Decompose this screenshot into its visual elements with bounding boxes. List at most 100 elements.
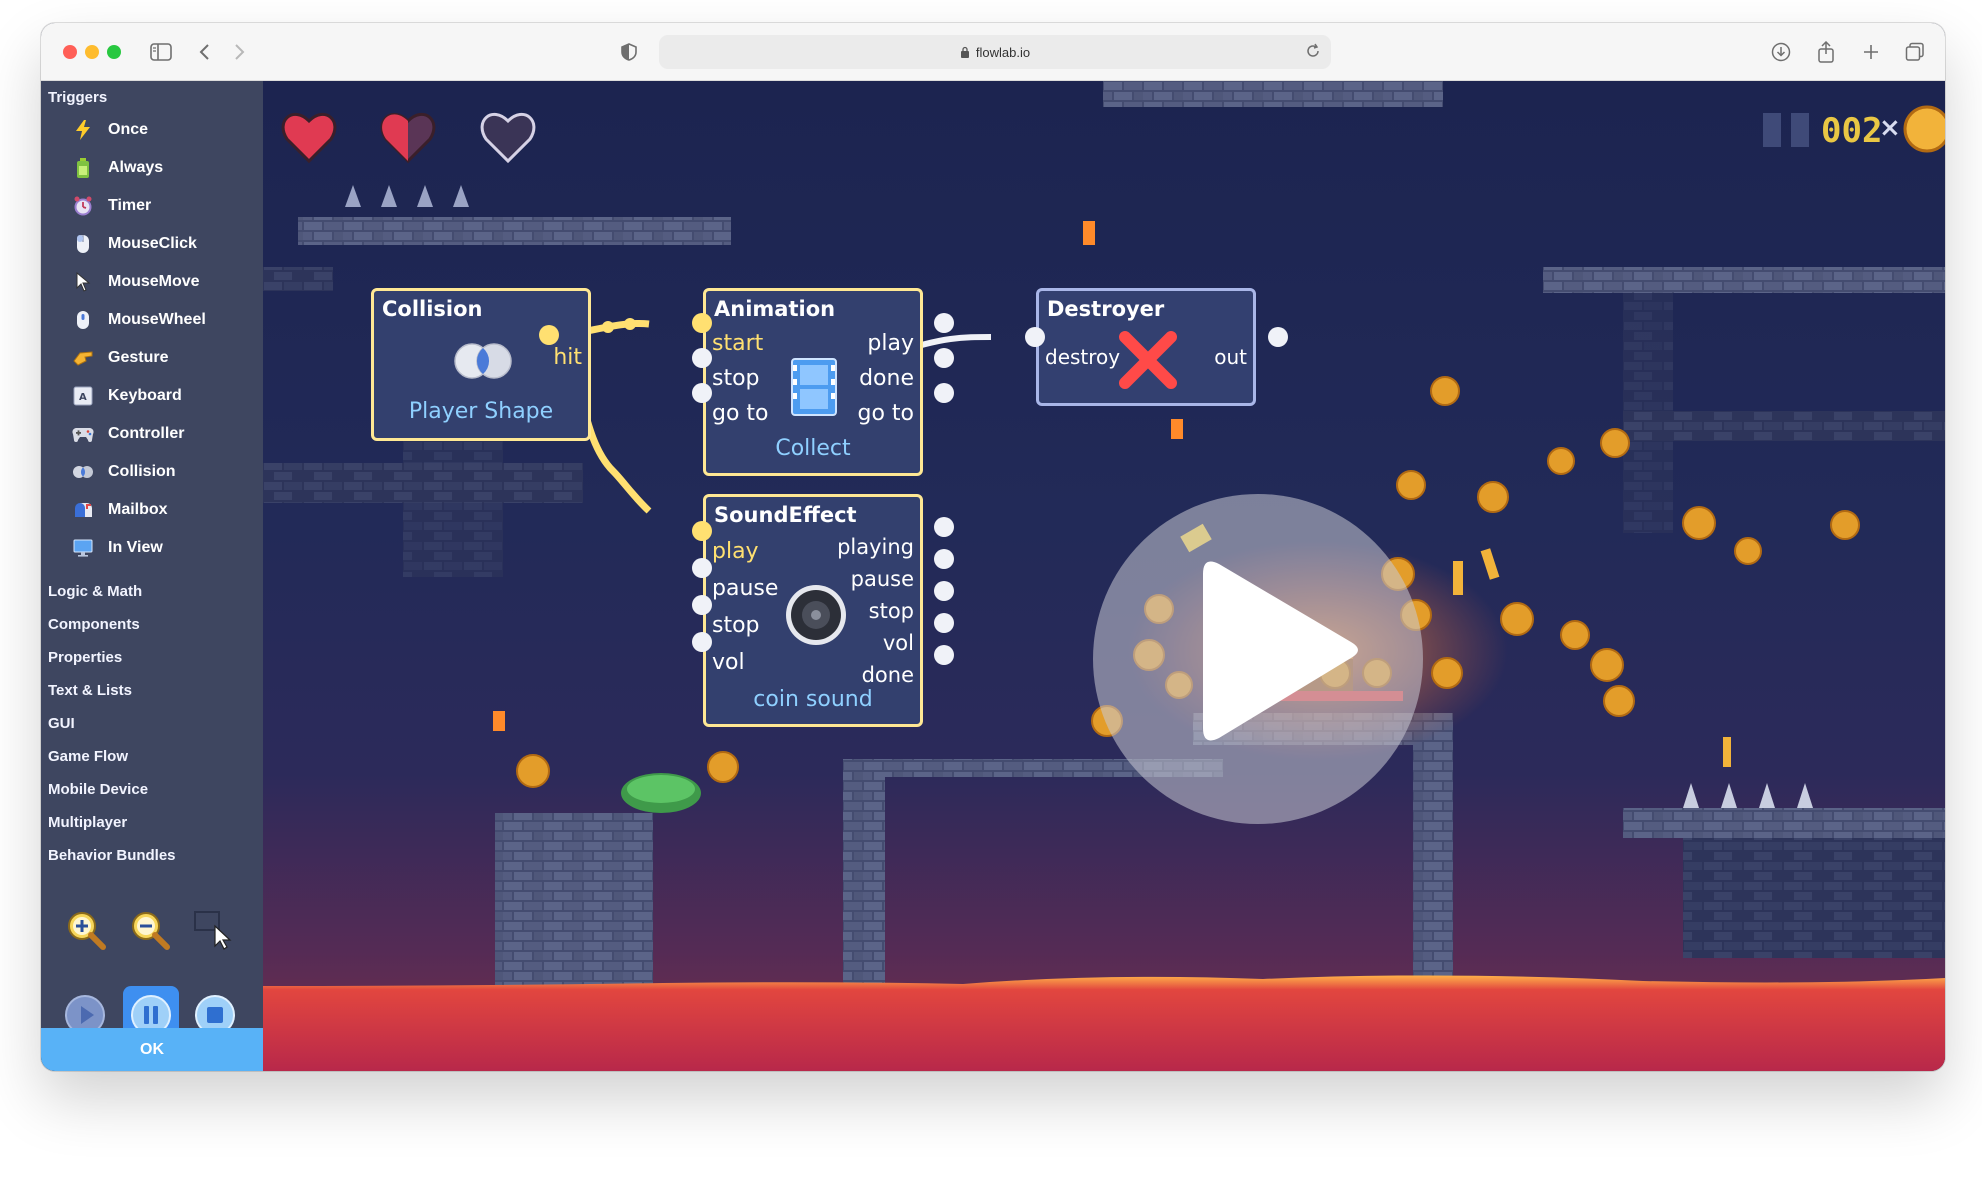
- tab-overview-icon[interactable]: [1901, 38, 1929, 66]
- forward-icon[interactable]: [225, 38, 253, 66]
- new-tab-icon[interactable]: [1857, 38, 1885, 66]
- trigger-keyboard[interactable]: A Keyboard: [72, 383, 182, 409]
- gamepad-icon: [72, 423, 94, 445]
- battery-icon: [72, 157, 94, 179]
- sound-stop-out-port[interactable]: [934, 581, 954, 601]
- game-canvas[interactable]: 002 × Collision hit Player Shape Animati…: [263, 81, 1945, 1071]
- destroyer-destroy-port[interactable]: [1025, 327, 1045, 347]
- trigger-in-view[interactable]: In View: [72, 535, 163, 561]
- hit-output-label: hit: [553, 345, 582, 370]
- category-game-flow[interactable]: Game Flow: [48, 748, 129, 765]
- category-gui[interactable]: GUI: [48, 715, 75, 732]
- category-text-lists[interactable]: Text & Lists: [48, 682, 132, 699]
- animation-goto-port[interactable]: [692, 383, 712, 403]
- sound-vol-out-port[interactable]: [934, 613, 954, 633]
- category-properties[interactable]: Properties: [48, 649, 123, 666]
- node-title: SoundEffect: [714, 503, 857, 527]
- start-input-label: start: [712, 331, 764, 356]
- goto-input-label: go to: [712, 401, 769, 426]
- speaker-icon: [786, 585, 846, 645]
- pause-input-label: pause: [712, 576, 779, 601]
- stop-button[interactable]: [194, 994, 236, 1036]
- minimize-window-button[interactable]: [85, 45, 99, 59]
- animation-goto-out-port[interactable]: [934, 383, 954, 403]
- category-mobile-device[interactable]: Mobile Device: [48, 781, 149, 798]
- lightning-icon: [72, 119, 94, 141]
- ok-button[interactable]: OK: [41, 1028, 263, 1071]
- trigger-label: Collision: [108, 463, 176, 480]
- category-logic-math[interactable]: Logic & Math: [48, 583, 143, 600]
- animation-node[interactable]: Animation start stop go to play done go …: [703, 288, 923, 476]
- trigger-collision[interactable]: Collision: [72, 459, 176, 485]
- trigger-mousewheel[interactable]: MouseWheel: [72, 307, 206, 333]
- stop-input-label: stop: [712, 366, 760, 391]
- category-multiplayer[interactable]: Multiplayer: [48, 814, 128, 831]
- trigger-label: Controller: [108, 425, 185, 442]
- collision-hit-port[interactable]: [539, 325, 559, 345]
- collision-icon: [72, 461, 94, 483]
- trigger-mailbox[interactable]: Mailbox: [72, 497, 168, 523]
- zoom-in-button[interactable]: [64, 908, 108, 952]
- mailbox-icon: [72, 499, 94, 521]
- zoom-out-button[interactable]: [128, 908, 172, 952]
- sound-vol-port[interactable]: [692, 632, 712, 652]
- sound-playing-port[interactable]: [934, 517, 954, 537]
- sound-effect-node[interactable]: SoundEffect play pause stop vol playing …: [703, 494, 923, 727]
- collision-node[interactable]: Collision hit Player Shape: [371, 288, 591, 441]
- sound-pause-out-port[interactable]: [934, 549, 954, 569]
- animation-play-port[interactable]: [934, 313, 954, 333]
- pause-button[interactable]: [130, 994, 172, 1036]
- download-icon[interactable]: [1767, 38, 1795, 66]
- node-title: Animation: [714, 297, 836, 321]
- trigger-gesture[interactable]: Gesture: [72, 345, 168, 371]
- done-output-label: done: [859, 366, 914, 391]
- animation-stop-port[interactable]: [692, 348, 712, 368]
- browser-window: flowlab.io Triggers Once Always: [41, 23, 1945, 1071]
- trigger-label: MouseWheel: [108, 311, 206, 328]
- cursor-icon: [72, 271, 94, 293]
- destroyer-out-port[interactable]: [1268, 327, 1288, 347]
- category-behavior-bundles[interactable]: Behavior Bundles: [48, 847, 176, 864]
- back-icon[interactable]: [191, 38, 219, 66]
- url-text: flowlab.io: [975, 44, 1031, 60]
- node-title: Destroyer: [1047, 297, 1165, 321]
- trigger-once[interactable]: Once: [72, 117, 148, 143]
- sound-pause-port[interactable]: [692, 558, 712, 578]
- destroyer-node[interactable]: Destroyer destroy out: [1036, 288, 1256, 406]
- trigger-mouseclick[interactable]: MouseClick: [72, 231, 197, 257]
- trigger-controller[interactable]: Controller: [72, 421, 184, 447]
- address-bar[interactable]: flowlab.io: [659, 35, 1331, 69]
- trigger-always[interactable]: Always: [72, 155, 163, 181]
- sidebar-toggle-icon[interactable]: [147, 38, 175, 66]
- video-play-overlay[interactable]: [1093, 494, 1423, 824]
- select-tool-button[interactable]: [191, 908, 235, 952]
- trigger-timer[interactable]: Timer: [72, 193, 151, 219]
- hand-gesture-icon: [72, 347, 94, 369]
- triggers-header[interactable]: Triggers: [48, 89, 108, 106]
- sound-play-port[interactable]: [692, 521, 712, 541]
- zoom-window-button[interactable]: [107, 45, 121, 59]
- trigger-label: Always: [108, 159, 164, 176]
- sound-stop-port[interactable]: [692, 595, 712, 615]
- trigger-label: MouseClick: [108, 235, 197, 252]
- goto-output-label: go to: [857, 401, 914, 426]
- playing-output-label: playing: [837, 535, 914, 559]
- play-triangle-icon: [1203, 561, 1358, 741]
- sound-done-out-port[interactable]: [934, 645, 954, 665]
- trigger-label: Timer: [108, 197, 152, 214]
- share-icon[interactable]: [1812, 38, 1840, 66]
- category-components[interactable]: Components: [48, 616, 140, 633]
- animation-start-port[interactable]: [692, 313, 712, 333]
- reload-icon[interactable]: [1305, 43, 1321, 59]
- done-output-label: done: [861, 663, 914, 687]
- alarm-clock-icon: [72, 195, 94, 217]
- privacy-shield-icon[interactable]: [615, 38, 643, 66]
- collision-icon: [454, 343, 512, 379]
- heart-empty-icon: [480, 113, 536, 164]
- behavior-palette: Triggers Once Always Timer MouseClick Mo…: [41, 81, 263, 1071]
- close-window-button[interactable]: [63, 45, 77, 59]
- trigger-mousemove[interactable]: MouseMove: [72, 269, 200, 295]
- animation-done-port[interactable]: [934, 348, 954, 368]
- pause-output-label: pause: [850, 567, 914, 591]
- mouse-icon: [72, 233, 94, 255]
